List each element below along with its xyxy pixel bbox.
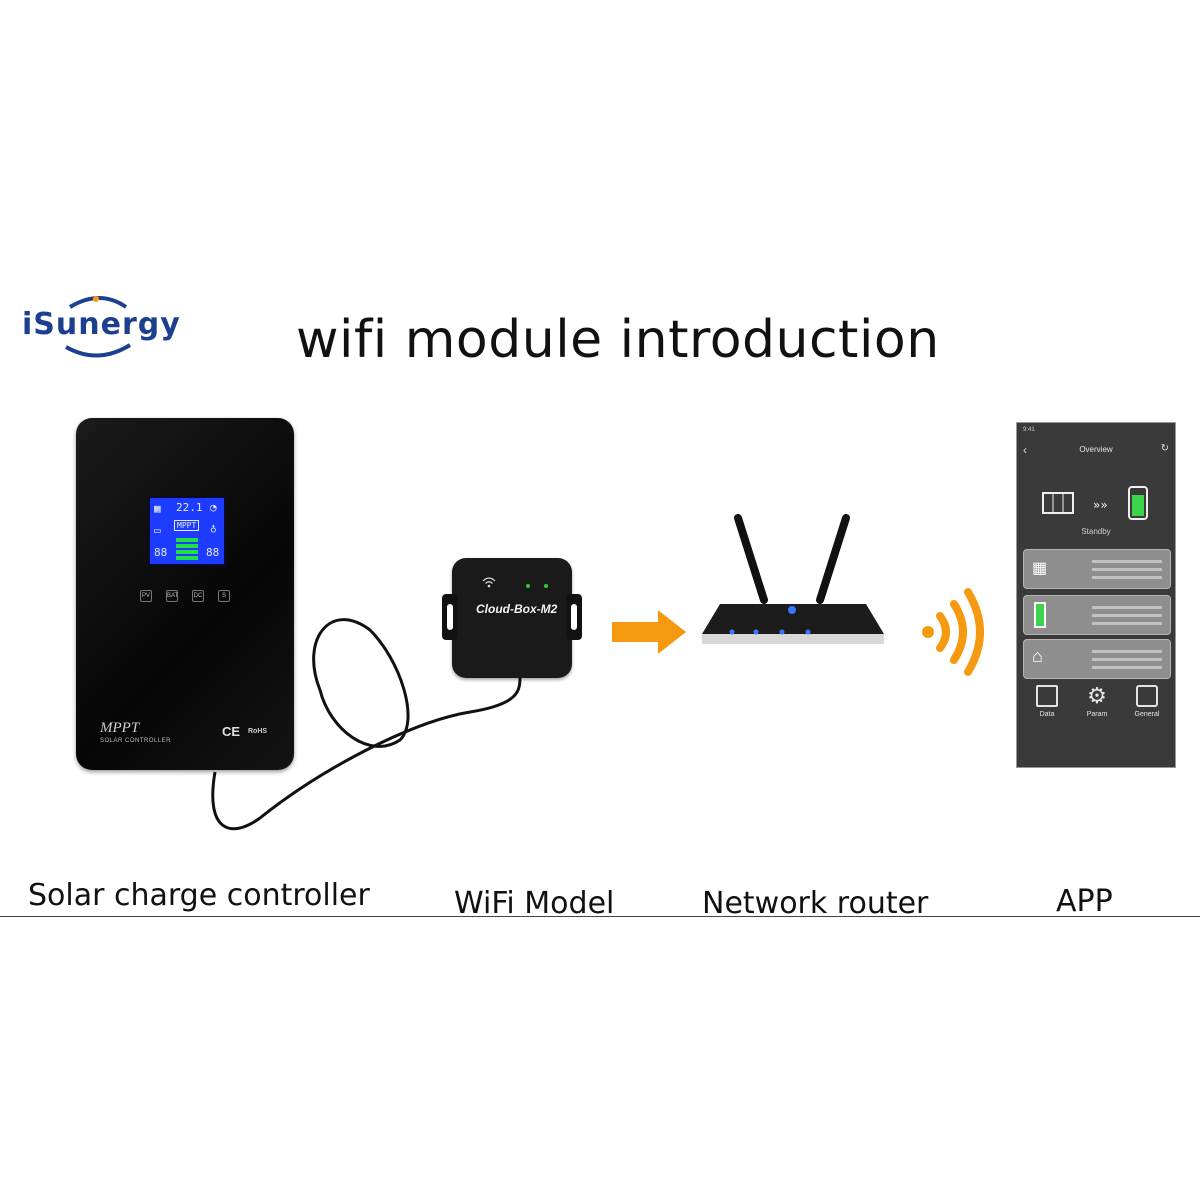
tab-param-label: Param: [1086, 711, 1108, 718]
load-info-card[interactable]: ⌂: [1023, 639, 1171, 679]
brand-swoosh-icon: [65, 296, 132, 358]
brand-logo: iSunergy: [18, 285, 208, 365]
arrow-right-icon: [612, 610, 686, 654]
solar-panel-icon: ▦: [1032, 560, 1048, 577]
lcd-digits-right: 88: [206, 546, 220, 559]
controller-button-bat[interactable]: BAT: [166, 590, 178, 602]
tab-data-label: Data: [1039, 711, 1055, 718]
flow-arrows-icon: »»: [1093, 498, 1108, 512]
refresh-icon[interactable]: ↻: [1160, 443, 1169, 454]
lcd-bar: [176, 544, 198, 548]
solar-panel-icon: ▦: [154, 502, 161, 515]
battery-icon: [1034, 602, 1046, 628]
page-title: wifi module introduction: [296, 310, 940, 370]
network-router: [702, 514, 884, 644]
controller-button-dc[interactable]: DC: [192, 590, 204, 602]
clock-icon: ◔: [210, 501, 217, 514]
lcd-bar: [176, 556, 198, 560]
battery-icon: [1128, 486, 1148, 520]
battery-info-card[interactable]: [1023, 595, 1171, 635]
link-led: [526, 584, 530, 588]
brand-name: iSunergy: [22, 307, 181, 342]
controller-button-s[interactable]: S: [218, 590, 230, 602]
app-phone-screen: 9:41 ‹ Overview ↻ »» Standby ▦ ⌂ Data ⚙ …: [1016, 422, 1176, 768]
tab-param[interactable]: ⚙ Param: [1075, 683, 1119, 719]
monitor-icon: [1136, 685, 1158, 707]
solar-charge-controller: ▦ 22.1 ◔ MPPT ▭ ♁ 88 88 PV BAT DC S MPPT…: [76, 418, 294, 770]
mount-ear-left: [442, 594, 458, 640]
home-icon: ⌂: [1032, 646, 1043, 666]
gear-icon: ⚙: [1087, 683, 1107, 708]
solar-panel-icon: [1042, 492, 1074, 514]
controller-badge: MPPT: [100, 720, 140, 736]
wireless-signal-icon: [922, 588, 984, 676]
caption-divider: [0, 916, 1200, 917]
router-antenna-right: [816, 514, 850, 604]
controller-button-pv[interactable]: PV: [140, 590, 152, 602]
back-chevron-icon[interactable]: ‹: [1023, 443, 1027, 457]
pv-info-card[interactable]: ▦: [1023, 549, 1171, 589]
mount-ear-right: [566, 594, 582, 640]
wifi-icon: [482, 577, 496, 588]
battery-icon: ▭: [154, 524, 161, 537]
tab-general-label: General: [1134, 711, 1160, 718]
controller-lcd: ▦ 22.1 ◔ MPPT ▭ ♁ 88 88: [148, 496, 226, 566]
lcd-bar: [176, 550, 198, 554]
bulb-icon: ♁: [210, 522, 217, 535]
phone-time: 9:41: [1023, 427, 1035, 433]
tab-general[interactable]: General: [1125, 685, 1169, 718]
caption-controller: Solar charge controller: [28, 878, 370, 913]
rohs-mark: RoHS: [248, 728, 268, 735]
router-antenna-left: [734, 514, 768, 604]
tab-data[interactable]: Data: [1025, 685, 1069, 718]
ce-mark: CE: [222, 724, 241, 739]
lcd-digits-left: 88: [154, 546, 168, 559]
status-label: Standby: [1081, 527, 1111, 536]
caption-wifi: WiFi Model: [454, 886, 615, 921]
controller-subtitle: SOLAR CONTROLLER: [100, 738, 172, 744]
wifi-module-label: Cloud-Box-M2: [476, 602, 558, 616]
wifi-module: Cloud-Box-M2: [442, 558, 582, 678]
lcd-mppt-label: MPPT: [174, 520, 200, 531]
caption-app: APP: [1056, 884, 1113, 919]
lcd-bar: [176, 538, 198, 542]
document-icon: [1036, 685, 1058, 707]
lcd-value: 22.1: [176, 501, 203, 514]
app-header-title: Overview: [1079, 445, 1113, 454]
caption-router: Network router: [702, 886, 929, 921]
flow-overview-graphic: »»: [1042, 486, 1148, 520]
power-led: [544, 584, 548, 588]
